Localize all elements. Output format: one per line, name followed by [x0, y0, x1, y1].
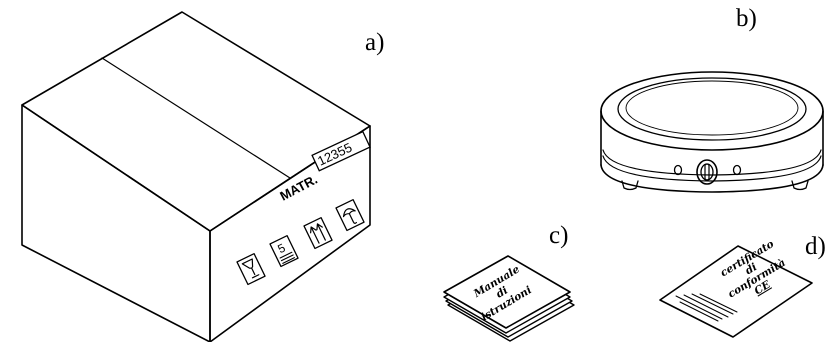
control-knob-icon	[696, 159, 718, 185]
indicator-lamp-icon	[673, 164, 683, 176]
serial-field: 12355	[311, 130, 371, 172]
serial-stamp: MATR.	[277, 172, 320, 204]
this-way-up-icon	[303, 217, 333, 250]
stack-limit-number: 5	[275, 241, 287, 257]
label-a: a)	[365, 29, 384, 56]
certificate-text-lines	[675, 293, 738, 322]
certificate-line2: di	[743, 261, 759, 277]
manual-title-line2: di	[494, 284, 510, 300]
shipping-box: MATR. 12355 5	[21, 11, 371, 342]
fragile-glass-icon	[236, 253, 266, 286]
label-b: b)	[736, 5, 757, 32]
crepe-maker-appliance	[600, 71, 824, 193]
indicator-lamp-icon	[732, 164, 742, 176]
serial-number: 12355	[315, 140, 354, 169]
ce-certificate: certificato di conformità CE	[659, 238, 813, 338]
keep-dry-umbrella-icon	[335, 199, 365, 232]
instruction-manual: Manuale di istruzioni	[443, 255, 575, 342]
serial-prefix: MATR.	[277, 172, 320, 204]
label-d: d)	[805, 233, 826, 260]
label-c: c)	[549, 222, 568, 249]
stack-limit-icon: 5	[269, 235, 299, 268]
